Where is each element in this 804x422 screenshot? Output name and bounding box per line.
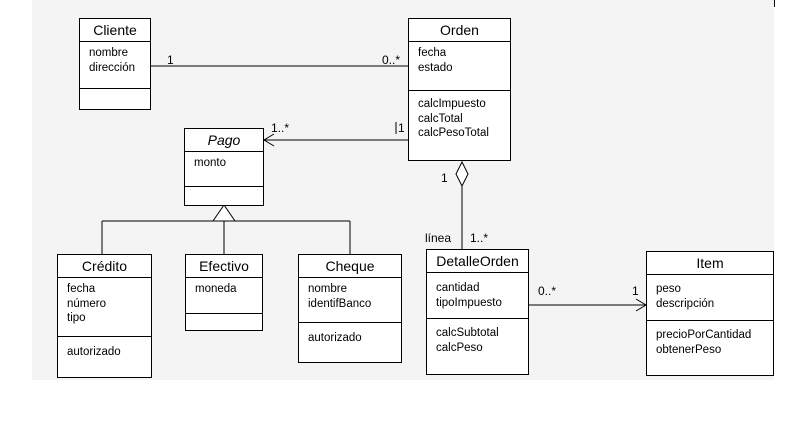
corner-tick-mark — [774, 0, 775, 7]
relationship-lines — [101, 65, 647, 312]
operations-orden: calcImpuesto calcTotal calcPesoTotal — [409, 91, 510, 141]
class-pago: Pago monto — [184, 128, 264, 206]
class-cliente: Cliente nombre dirección — [79, 18, 151, 110]
multiplicity-orden-end: 0..* — [382, 53, 401, 67]
attribute: tipoImpuesto — [436, 296, 502, 309]
attribute: fecha — [67, 283, 96, 295]
attributes-cliente: nombre dirección — [80, 42, 150, 89]
operation: autorizado — [67, 346, 121, 358]
multiplicity-cliente-end: 1 — [167, 53, 174, 67]
operations-efectivo — [186, 314, 262, 318]
operation: calcTotal — [418, 112, 463, 125]
class-detalleorden: DetalleOrden cantidad tipoImpuesto calcS… — [426, 249, 529, 375]
generalization-triangle-pago — [212, 204, 236, 222]
attribute: nombre — [89, 47, 128, 59]
class-credito: Crédito fecha número tipo autorizado — [57, 254, 152, 378]
role-linea: línea — [425, 231, 452, 245]
attribute: nombre — [308, 283, 347, 295]
multiplicity-detalle-item-source: 0..* — [538, 284, 557, 298]
multiplicity-detalle-end: 1..* — [470, 231, 489, 245]
class-name-pago: Pago — [185, 129, 263, 152]
operation: autorizado — [308, 332, 362, 344]
attributes-credito: fecha número tipo — [58, 278, 151, 337]
operation: calcSubtotal — [436, 327, 499, 339]
class-orden: Orden fecha estado calcImpuesto calcTota… — [408, 18, 511, 161]
operations-item: precioPorCantidad obtenerPeso — [647, 321, 773, 357]
class-name-credito: Crédito — [58, 255, 151, 278]
class-cheque: Cheque nombre identifBanco autorizado — [298, 254, 402, 363]
class-name-cliente: Cliente — [80, 19, 150, 42]
attributes-pago: monto — [185, 152, 263, 187]
operation: obtenerPeso — [656, 343, 722, 356]
class-item: Item peso descripción precioPorCantidad … — [646, 251, 774, 376]
attribute: tipo — [67, 312, 86, 324]
operation: calcPesoTotal — [418, 127, 489, 139]
operation: calcPeso — [436, 341, 483, 354]
class-name-orden: Orden — [409, 19, 510, 42]
aggregation-diamond-orden — [455, 160, 469, 188]
class-name-item: Item — [647, 252, 773, 275]
operations-pago — [185, 187, 263, 191]
operations-credito: autorizado — [58, 337, 151, 360]
multiplicity-orden-pago-end: 1 — [398, 121, 405, 135]
operations-cliente — [80, 89, 150, 93]
operation: calcImpuesto — [418, 98, 486, 110]
attribute: estado — [418, 61, 453, 74]
attributes-orden: fecha estado — [409, 42, 510, 91]
attributes-detalleorden: cantidad tipoImpuesto — [427, 273, 528, 319]
attribute: dirección — [89, 61, 136, 74]
diagram-canvas: Cliente nombre dirección Orden fecha est… — [32, 0, 774, 380]
attribute: peso — [656, 283, 681, 295]
attributes-item: peso descripción — [647, 275, 773, 321]
attribute: identifBanco — [308, 297, 372, 310]
class-name-cheque: Cheque — [299, 255, 401, 278]
attribute: monto — [194, 157, 226, 169]
attributes-cheque: nombre identifBanco — [299, 278, 401, 323]
multiplicity-item-end: 1 — [632, 284, 639, 298]
operation: precioPorCantidad — [656, 329, 752, 341]
attribute: descripción — [656, 297, 715, 310]
attributes-efectivo: moneda — [186, 278, 262, 314]
multiplicity-orden-aggregate-end: 1 — [441, 171, 448, 185]
attribute: fecha — [418, 47, 447, 59]
class-name-efectivo: Efectivo — [186, 255, 262, 278]
multiplicity-pago-end: 1..* — [271, 121, 290, 135]
operations-cheque: autorizado — [299, 323, 401, 346]
attribute: moneda — [195, 283, 237, 295]
attribute: cantidad — [436, 282, 480, 294]
attribute: número — [67, 297, 106, 310]
operations-detalleorden: calcSubtotal calcPeso — [427, 319, 528, 355]
class-name-detalleorden: DetalleOrden — [427, 250, 528, 273]
association-arrowhead-pago — [263, 133, 275, 147]
class-efectivo: Efectivo moneda — [185, 254, 263, 331]
